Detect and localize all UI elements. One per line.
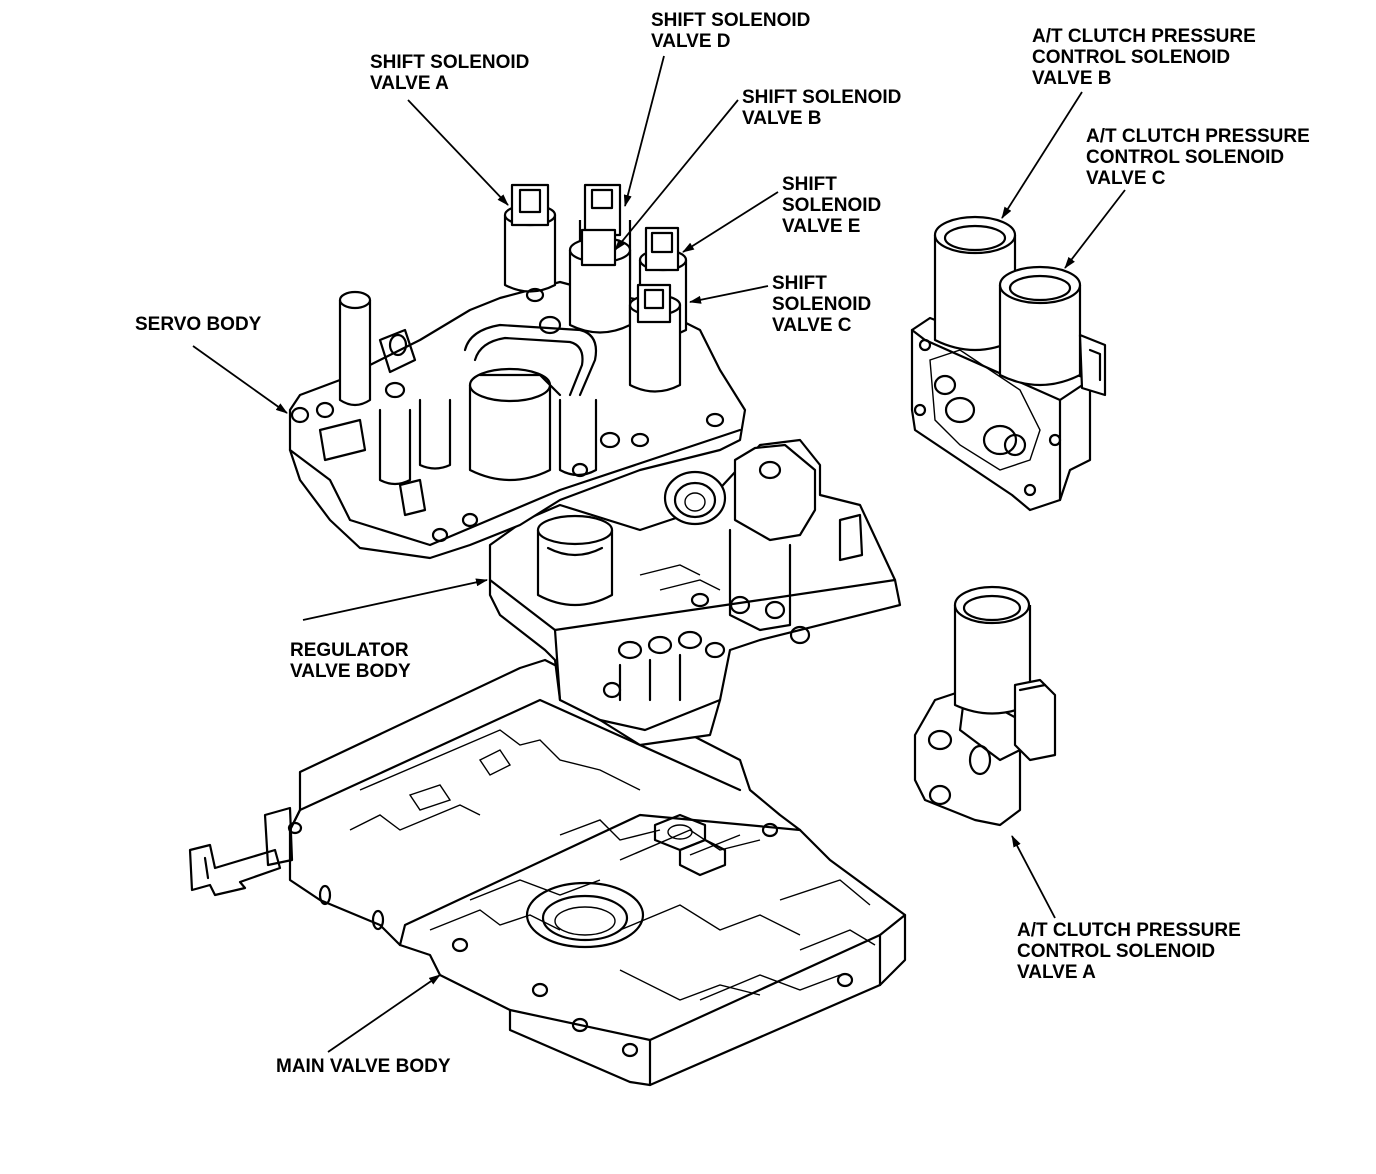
regulator-valve-body-drawing [488, 438, 902, 747]
atc-solenoid-a-drawing [913, 585, 1057, 827]
leader-lines [192, 55, 1126, 1053]
label-main-valve-body: MAIN VALVE BODY [276, 1056, 451, 1077]
label-servo-body: SERVO BODY [135, 314, 262, 335]
servo-body-drawing [288, 183, 747, 560]
main-valve-body-drawing [188, 658, 907, 1087]
atc-solenoid-bc-drawing [910, 215, 1107, 512]
